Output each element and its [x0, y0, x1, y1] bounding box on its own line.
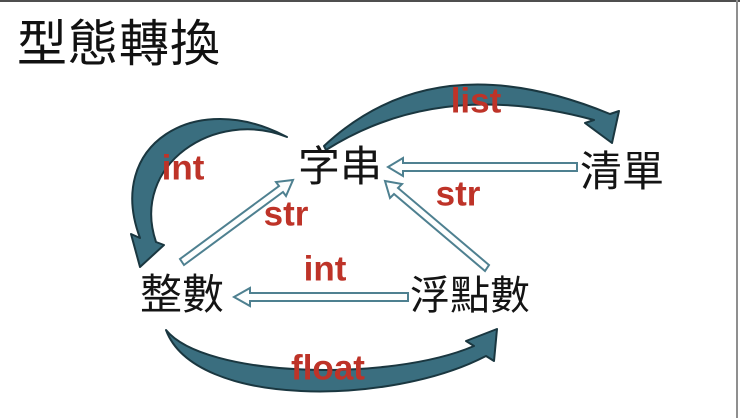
edge-label-int-left: int	[161, 148, 205, 188]
outline-arrow-float-to-string	[383, 179, 491, 273]
outline-arrow-list-to-string	[386, 156, 578, 178]
node-float: 浮點數	[410, 274, 530, 318]
edge-label-str-right: str	[435, 174, 481, 214]
edge-label-list: list	[450, 81, 502, 121]
edge-label-str-left: str	[263, 194, 309, 234]
node-string: 字串	[297, 143, 383, 190]
curved-arrow-string-to-integer	[130, 118, 288, 268]
outline-arrow-integer-to-string	[178, 178, 295, 267]
slide-top-border	[0, 0, 740, 2]
outline-arrow-float-to-integer	[231, 286, 409, 308]
edge-label-float: float	[291, 348, 365, 388]
node-integer: 整數	[139, 271, 225, 318]
node-list: 清單	[579, 148, 665, 195]
slide-right-border	[736, 0, 738, 418]
curved-arrow-integer-to-float	[165, 328, 498, 393]
edge-label-int-mid: int	[303, 249, 347, 289]
curved-arrow-string-to-list	[323, 83, 620, 151]
slide-title: 型態轉換	[17, 16, 221, 72]
